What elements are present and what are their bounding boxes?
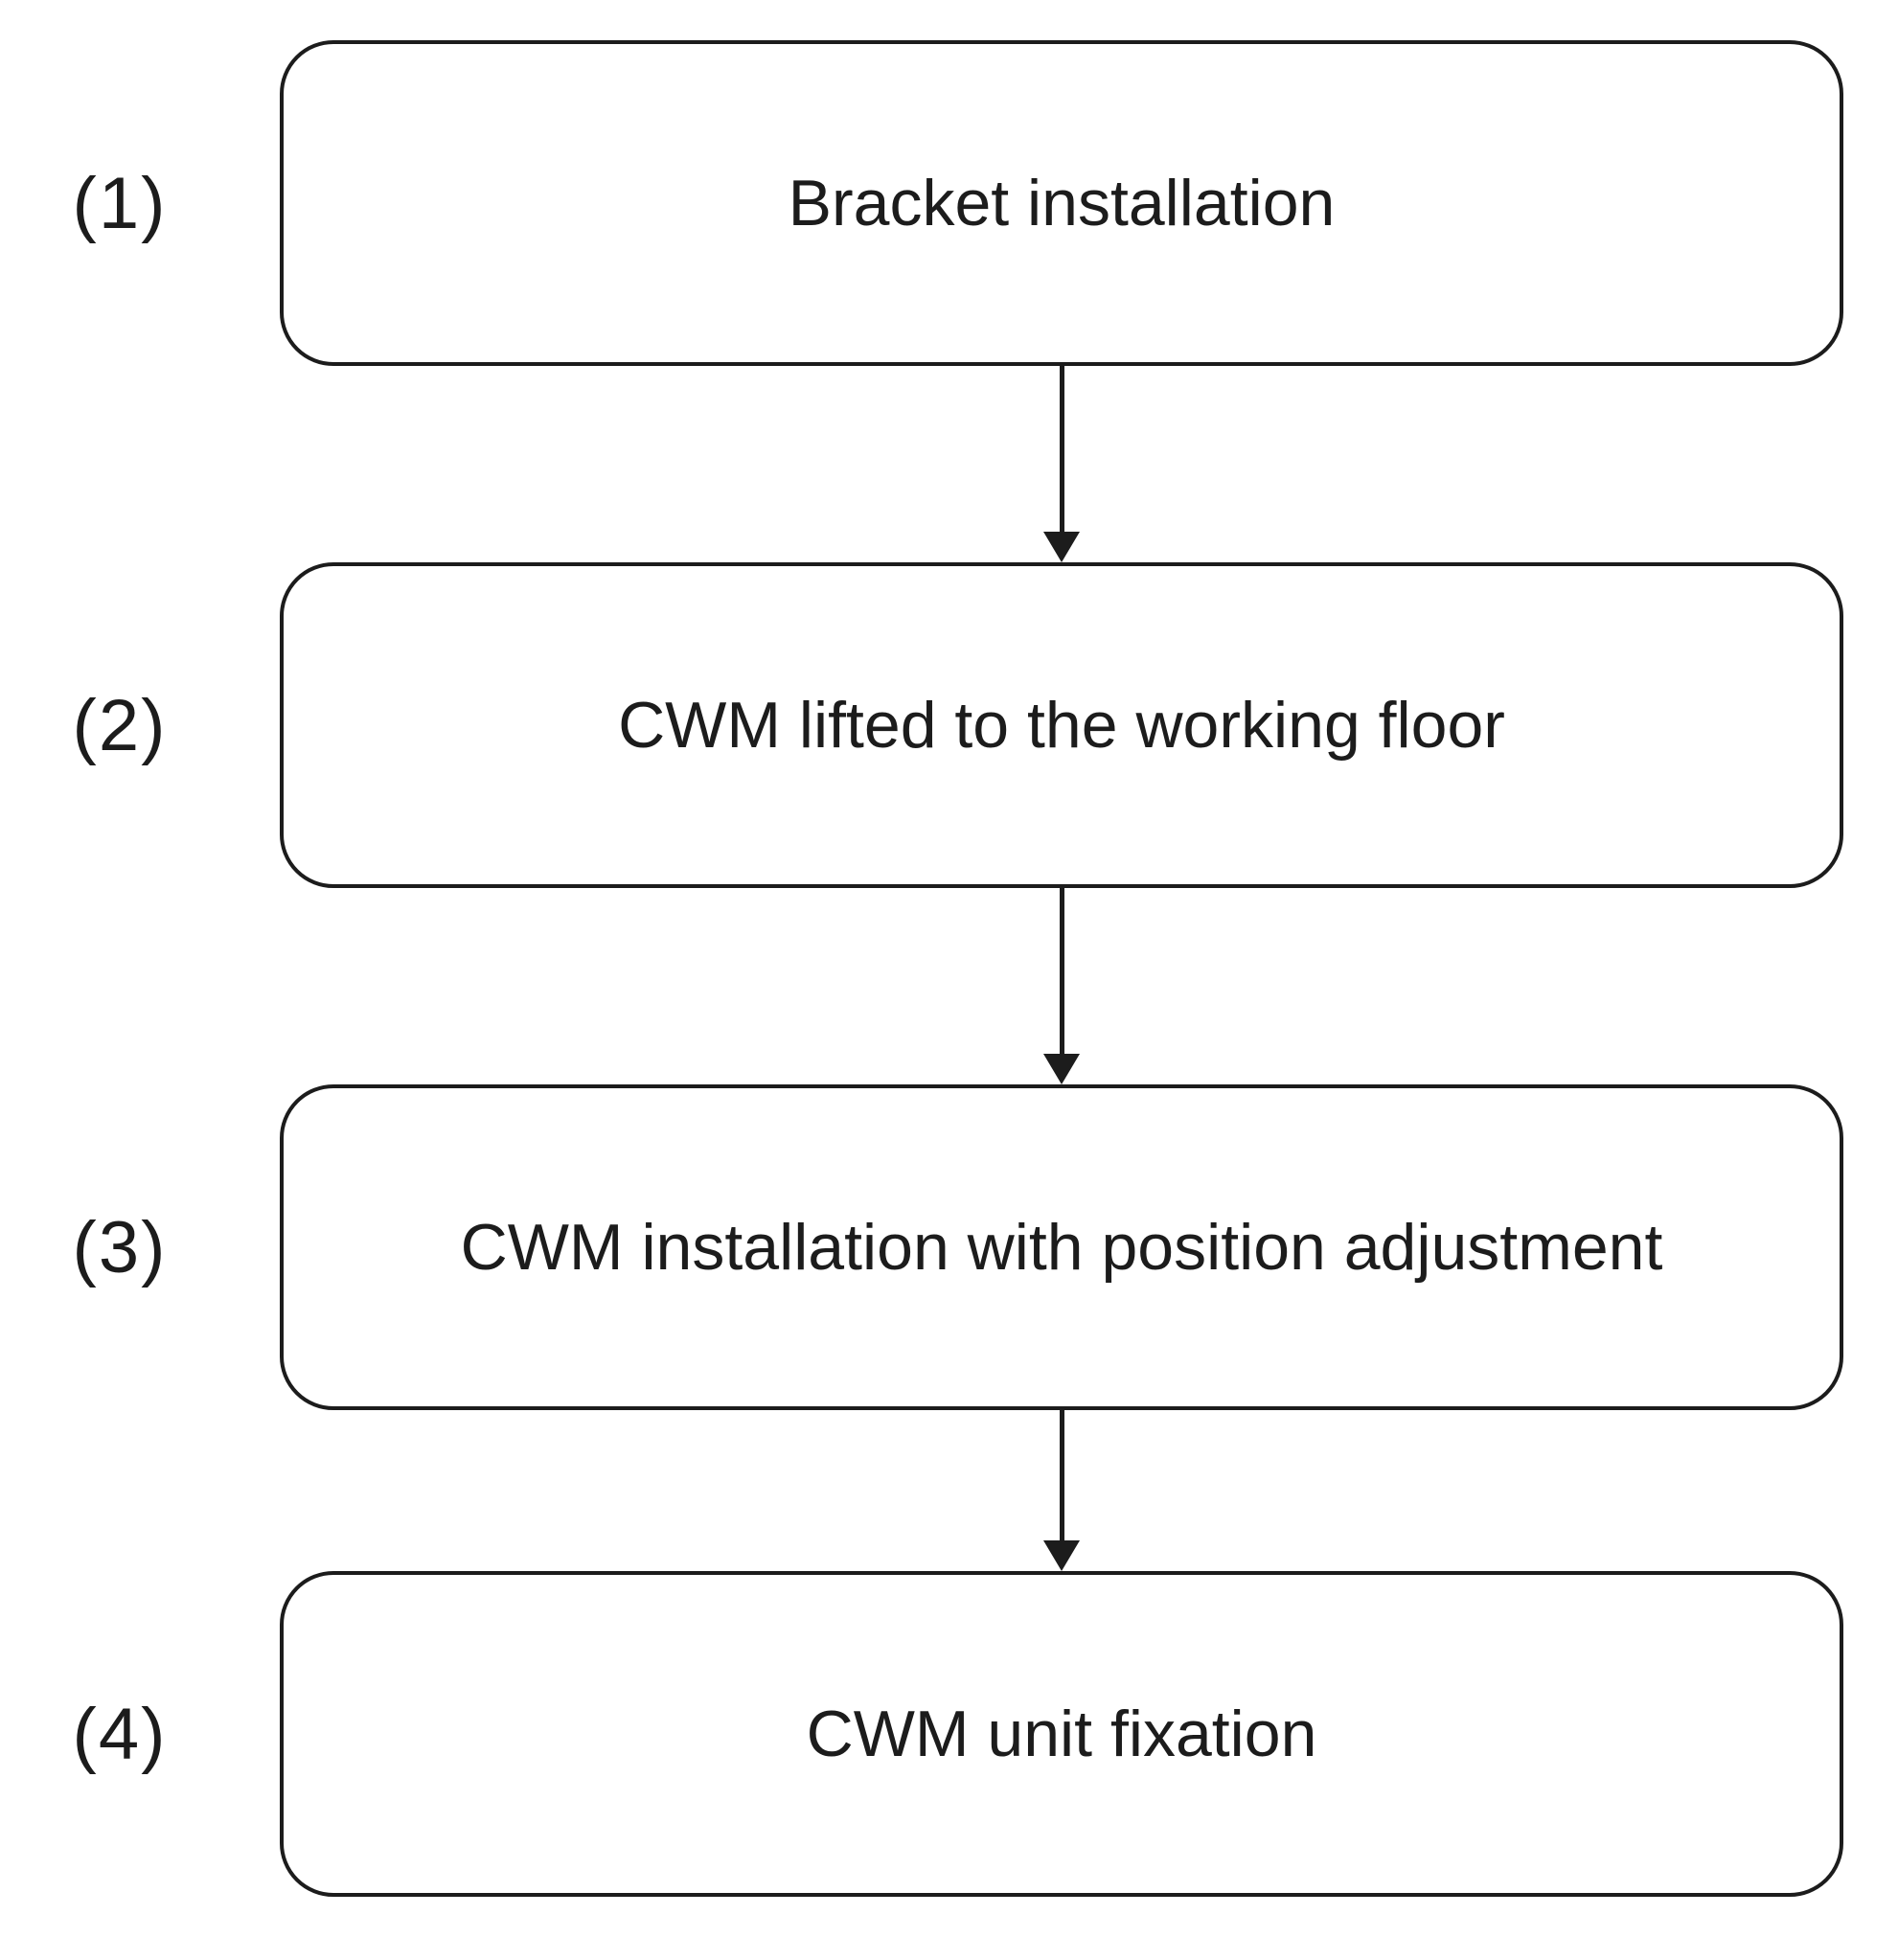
flow-box-cwm-lifted: CWM lifted to the working floor [280, 562, 1843, 888]
arrow-line [1059, 1410, 1064, 1540]
arrow-head [1043, 1540, 1080, 1571]
step-number-label-1: (1) [72, 162, 168, 244]
arrow-down-icon [1040, 888, 1083, 1084]
arrow-head [1043, 532, 1080, 562]
flow-box-title: CWM unit fixation [806, 1698, 1317, 1770]
arrow-line [1059, 888, 1064, 1054]
flow-box-cwm-installation: CWM installation with position adjustmen… [280, 1084, 1843, 1410]
flow-box-bracket-installation: Bracket installation [280, 40, 1843, 366]
step-number-label-3: (3) [72, 1206, 168, 1288]
flow-box-title: CWM installation with position adjustmen… [460, 1211, 1663, 1284]
arrow-line [1059, 366, 1064, 532]
flow-box-cwm-unit-fixation: CWM unit fixation [280, 1571, 1843, 1897]
step-number-label-2: (2) [72, 684, 168, 766]
arrow-down-icon [1040, 366, 1083, 562]
arrow-down-icon [1040, 1410, 1083, 1571]
step-number-label-4: (4) [72, 1693, 168, 1775]
flow-box-title: Bracket installation [788, 167, 1336, 239]
flow-box-title: CWM lifted to the working floor [618, 689, 1505, 762]
arrow-head [1043, 1054, 1080, 1084]
